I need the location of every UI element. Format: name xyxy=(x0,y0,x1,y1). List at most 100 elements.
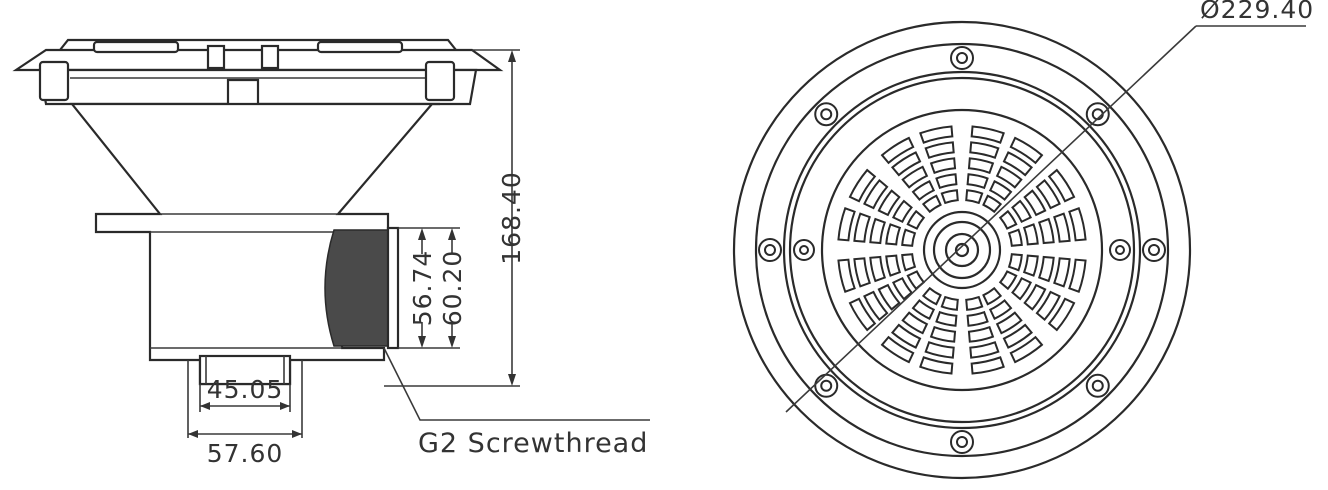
grate-slot xyxy=(965,189,984,205)
grate-slot xyxy=(1037,255,1055,283)
bolt-head xyxy=(1085,373,1110,398)
thread-section xyxy=(324,229,389,347)
dim-face-diameter: Ø229.40 xyxy=(1200,0,1314,24)
grate-slot xyxy=(911,299,936,321)
grate-slot xyxy=(906,270,926,291)
grate-slot xyxy=(1023,189,1047,217)
grate-slot xyxy=(924,141,955,159)
inner-bolt xyxy=(793,239,815,261)
grate-slot xyxy=(837,258,856,293)
grate-slot xyxy=(998,270,1018,291)
funnel-body xyxy=(69,102,440,386)
grate-slot xyxy=(1009,136,1044,165)
grate-slot xyxy=(940,295,959,311)
grate-slot xyxy=(1007,253,1023,272)
grate-slot xyxy=(863,178,889,210)
dim-outlet-inner: 45.05 xyxy=(207,375,284,404)
grate-slot xyxy=(965,295,984,311)
grate-slot xyxy=(988,179,1013,201)
grate-slot xyxy=(1068,258,1087,293)
grate-slot xyxy=(1068,207,1087,242)
grate-slots xyxy=(837,125,1087,375)
bolt-head xyxy=(814,102,839,127)
mounting-bolts xyxy=(758,46,1166,454)
grate-slot xyxy=(1002,323,1034,349)
grate-slot xyxy=(935,173,958,190)
grate-slot xyxy=(935,310,958,327)
grate-slot xyxy=(891,276,913,301)
outer-ring xyxy=(732,20,1192,480)
bolt-head xyxy=(814,373,839,398)
bolt-head xyxy=(1142,238,1166,262)
grate-slot xyxy=(901,165,929,189)
grate-slot xyxy=(853,257,871,288)
grate-slot xyxy=(1011,276,1033,301)
grate-slot xyxy=(837,207,856,242)
grate-slot xyxy=(970,125,1005,144)
grate-slot xyxy=(924,341,955,359)
grate-slot xyxy=(966,310,989,327)
grate-slot xyxy=(1053,257,1071,288)
grate-slot xyxy=(880,136,915,165)
bolt-head xyxy=(950,46,974,70)
grate-slot xyxy=(1002,151,1034,177)
inner-bolt xyxy=(1115,245,1125,255)
grate-slot xyxy=(988,299,1013,321)
label-thread: G2 Screwthread xyxy=(418,428,648,459)
grate-slot xyxy=(982,286,1003,306)
grate-slot xyxy=(885,254,902,277)
dim-outlet-outer: 57.60 xyxy=(207,439,284,468)
grate-slot xyxy=(919,356,954,375)
grate-slot xyxy=(919,125,954,144)
grate-slot xyxy=(998,209,1018,230)
grate-slot xyxy=(969,141,1000,159)
grate-slot xyxy=(1035,290,1061,322)
grate-slot xyxy=(929,325,957,343)
grate-slot xyxy=(848,168,877,203)
grate-slot xyxy=(1007,228,1023,247)
bolt-head xyxy=(1085,102,1110,127)
inner-bolt xyxy=(799,245,809,255)
grate-slot xyxy=(995,165,1023,189)
grate-slot xyxy=(890,151,922,177)
grate-slot xyxy=(906,209,926,230)
diameter-leader-line xyxy=(785,25,1197,413)
bolt-head xyxy=(820,379,833,392)
bolt-head xyxy=(1091,379,1104,392)
front-grate-view: Ø229.40 xyxy=(732,0,1314,480)
grate-slot xyxy=(853,212,871,243)
grate-slot xyxy=(869,217,887,245)
grate-slot xyxy=(869,255,887,283)
grate-slot xyxy=(885,223,902,246)
center-hub xyxy=(922,210,1002,290)
dim-thread-inner: 56.74 xyxy=(408,250,437,327)
grate-slot xyxy=(890,323,922,349)
bolt-head xyxy=(956,436,968,448)
grate-slot xyxy=(1022,254,1039,277)
inner-bolt xyxy=(1109,239,1131,261)
grate-slot xyxy=(1022,223,1039,246)
grate-slot xyxy=(877,189,901,217)
grate-slot xyxy=(901,253,917,272)
grate-slot xyxy=(1047,297,1076,332)
grate-slot xyxy=(901,228,917,247)
grate-slot xyxy=(901,311,929,335)
grate-slot xyxy=(1011,199,1033,224)
grate-slot xyxy=(982,194,1003,214)
grate-slot xyxy=(921,286,942,306)
grate-slot xyxy=(966,173,989,190)
grate-slot xyxy=(880,335,915,364)
grate-slot xyxy=(1009,335,1044,364)
grate-slot xyxy=(967,157,995,175)
bolt-head xyxy=(820,108,833,121)
grate-slot xyxy=(1023,283,1047,311)
grate-boundary xyxy=(820,108,1104,392)
grate-slot xyxy=(967,325,995,343)
grate-slot xyxy=(940,189,959,205)
bolt-head xyxy=(1148,244,1160,256)
thread-leader-line xyxy=(383,347,650,421)
grate-slot xyxy=(877,283,901,311)
grate-slot xyxy=(891,199,913,224)
grate-slot xyxy=(1035,178,1061,210)
